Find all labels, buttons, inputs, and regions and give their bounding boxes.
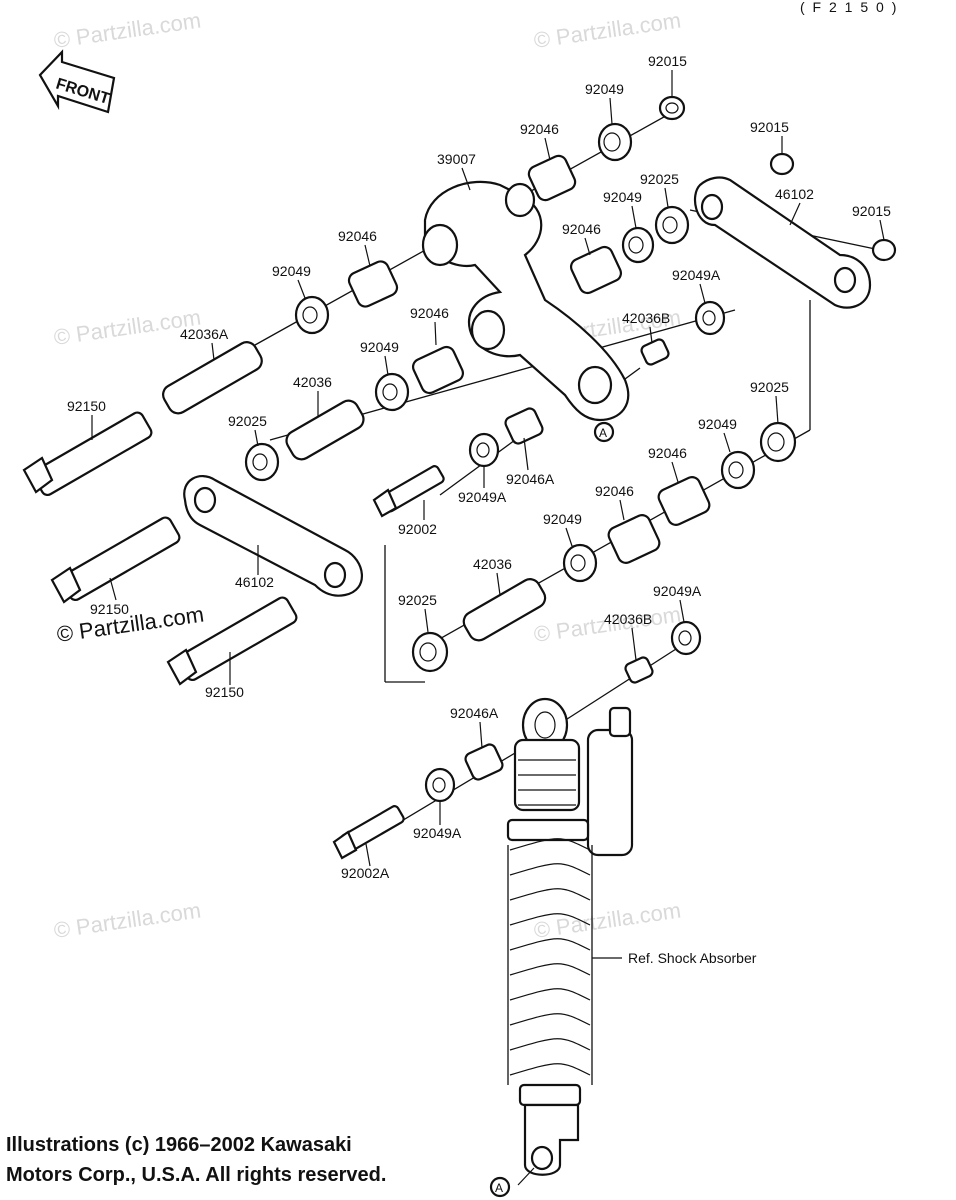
washer-92025-c <box>759 421 797 463</box>
washer-92049a-b <box>468 432 500 468</box>
part-label: 92049 <box>585 81 624 97</box>
part-label: 46102 <box>775 186 814 202</box>
bolt-92150-c <box>166 596 298 686</box>
part-label: 42036 <box>473 556 512 572</box>
bushing-92046-f <box>607 514 661 564</box>
bushing-92046-e <box>657 476 711 526</box>
sleeve-42036-a <box>285 399 365 461</box>
part-label: 92049 <box>360 339 399 355</box>
part-label: 92049A <box>413 825 462 841</box>
watermark: © Partzilla.com <box>55 602 205 647</box>
part-label: 92046 <box>648 445 687 461</box>
washer-92049a-d <box>424 767 456 803</box>
washer-92049-c <box>294 295 330 335</box>
nut-92015-a <box>658 95 686 121</box>
washer-92049a-c <box>670 620 702 656</box>
part-label: 92049 <box>272 263 311 279</box>
part-label: 42036B <box>622 310 670 326</box>
part-labels: 92015 92049 92046 39007 92015 92025 9204… <box>67 53 891 881</box>
bolt-92002a <box>332 805 405 860</box>
nut-92015-c <box>871 238 897 262</box>
part-label: 92046 <box>338 228 377 244</box>
link-plate-46102-upper <box>693 176 872 309</box>
sleeve-42036b-a <box>640 338 670 366</box>
part-label: 92049 <box>698 416 737 432</box>
part-label: 92046 <box>595 483 634 499</box>
bushing-92046a-b <box>464 743 504 781</box>
watermark: © Partzilla.com <box>52 8 202 53</box>
part-label: 92150 <box>67 398 106 414</box>
bushing-92046-d <box>411 345 465 395</box>
part-label: 92046A <box>450 705 499 721</box>
part-label: 92025 <box>640 171 679 187</box>
part-label: 92046 <box>520 121 559 137</box>
bolt-92150-b <box>50 516 181 604</box>
washer-92049a-a <box>694 300 726 336</box>
part-label: 39007 <box>437 151 476 167</box>
washer-92049-e <box>720 450 756 490</box>
part-label: 92015 <box>852 203 891 219</box>
part-label: 92046 <box>410 305 449 321</box>
part-label: 42036 <box>293 374 332 390</box>
part-label: 92025 <box>398 592 437 608</box>
marker-a-label: A <box>495 1181 503 1195</box>
sleeve-42036a <box>162 341 263 415</box>
bolt-92150-a <box>22 411 153 497</box>
part-label: 92025 <box>228 413 267 429</box>
leader-lines <box>91 70 885 1186</box>
link-plate-46102-lower <box>183 474 363 597</box>
watermark: © Partzilla.com <box>532 8 682 53</box>
bushing-92046a-a <box>504 407 544 445</box>
shock-absorber <box>506 697 634 1176</box>
part-label: 92046A <box>506 471 555 487</box>
copyright-line-1: Illustrations (c) 1966–2002 Kawasaki <box>6 1134 352 1156</box>
copyright-notice: Illustrations (c) 1966–2002 Kawasaki Mot… <box>6 1130 386 1190</box>
nut-92015-b <box>769 152 795 176</box>
bushing-92046-c <box>347 260 399 308</box>
copyright-line-2: Motors Corp., U.S.A. All rights reserved… <box>6 1164 387 1186</box>
bushing-92046-a <box>527 154 577 202</box>
part-label: 92002 <box>398 521 437 537</box>
washer-92025-d <box>411 631 449 673</box>
washer-92049-d <box>374 372 410 412</box>
washer-92049-a <box>597 122 633 162</box>
marker-a-lower: A <box>489 1176 511 1198</box>
part-label: 92150 <box>90 601 129 617</box>
part-label: 92015 <box>648 53 687 69</box>
part-label: 92015 <box>750 119 789 135</box>
bushing-92046-b <box>569 245 623 295</box>
marker-a-label: A <box>599 426 607 440</box>
part-label: 42036B <box>604 611 652 627</box>
diagram-code: ( F 2 1 5 0 ) <box>800 0 898 15</box>
part-label: 92049 <box>543 511 582 527</box>
watermark: © Partzilla.com <box>532 898 682 943</box>
part-label: 92002A <box>341 865 390 881</box>
washer-92049-b <box>621 226 655 264</box>
part-label: 92049A <box>458 489 507 505</box>
part-label: 92025 <box>750 379 789 395</box>
washer-92049-f <box>562 543 598 583</box>
washer-92025-b <box>244 442 280 482</box>
bolt-92002 <box>372 465 445 518</box>
part-label: 92049A <box>672 267 721 283</box>
part-label: 42036A <box>180 326 229 342</box>
ref-shock-absorber-label: Ref. Shock Absorber <box>628 950 757 966</box>
part-label: 92049 <box>603 189 642 205</box>
part-label: 92049A <box>653 583 702 599</box>
front-arrow-icon: FRONT <box>38 49 116 114</box>
washer-92025-a <box>654 205 690 245</box>
watermark: © Partzilla.com <box>52 898 202 943</box>
part-label: 92046 <box>562 221 601 237</box>
part-label: 92150 <box>205 684 244 700</box>
marker-a-upper: A <box>593 421 615 443</box>
part-label: 46102 <box>235 574 274 590</box>
sleeve-42036b-b <box>624 656 654 684</box>
sleeve-42036-b <box>462 578 547 642</box>
rocker-arm-39007 <box>421 180 630 422</box>
